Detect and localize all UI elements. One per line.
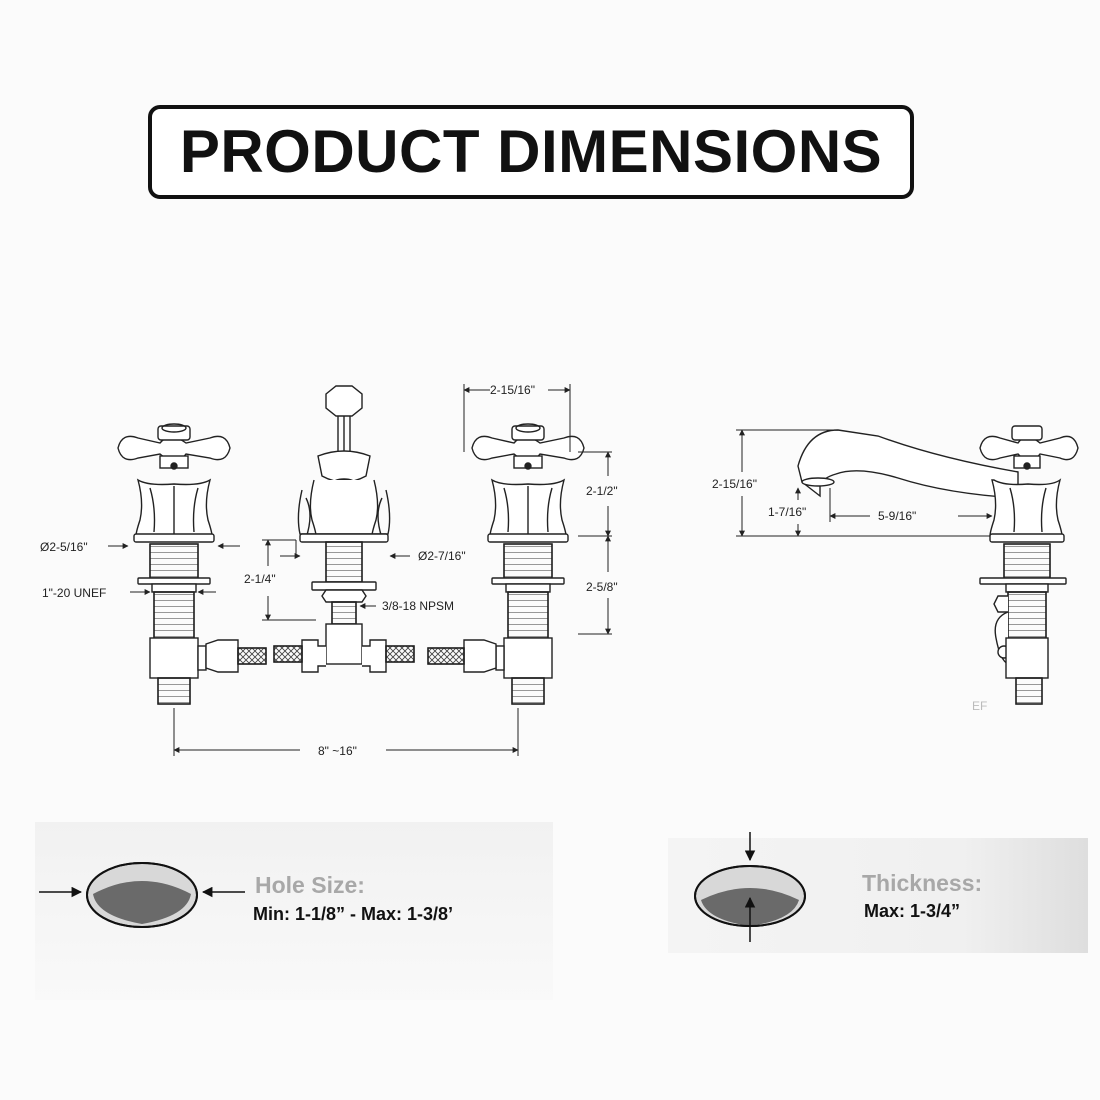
left-handle-valve bbox=[117, 423, 267, 705]
dim-shank-thread: 1"-20 UNEF bbox=[42, 586, 106, 600]
thickness-panel: Thickness: Max: 1-3/4” bbox=[668, 832, 1088, 953]
right-handle-valve bbox=[427, 423, 585, 705]
page-title: PRODUCT DIMENSIONS bbox=[179, 118, 883, 185]
title-frame: PRODUCT DIMENSIONS bbox=[148, 105, 914, 199]
dim-spread: 8" ~16" bbox=[318, 744, 357, 758]
hole-size-panel: Hole Size: Min: 1-1/8” - Max: 1-3/8’ bbox=[35, 822, 553, 1000]
dim-base-diameter-handle: Ø2-5/16" bbox=[40, 540, 88, 554]
dim-spout-height: 1-7/16" bbox=[768, 505, 806, 519]
thickness-illustration bbox=[694, 832, 806, 942]
dim-handle-height: 2-1/2" bbox=[586, 484, 618, 498]
side-dimension-lines bbox=[736, 429, 993, 537]
hole-size-value: Min: 1-1/8” - Max: 1-3/8’ bbox=[253, 904, 454, 924]
side-view bbox=[736, 425, 1079, 705]
dim-shank-length: 2-5/8" bbox=[586, 580, 618, 594]
front-view bbox=[108, 384, 612, 756]
dim-handle-width: 2-15/16" bbox=[490, 383, 535, 397]
thickness-heading: Thickness: bbox=[862, 870, 983, 896]
dim-unef-fragment: EF bbox=[972, 699, 987, 713]
dim-inlet-thread: 3/8-18 NPSM bbox=[382, 599, 454, 613]
dim-overall-height: 2-15/16" bbox=[712, 477, 757, 491]
hole-illustration bbox=[39, 862, 245, 928]
center-spout-valve bbox=[273, 385, 415, 673]
thickness-value: Max: 1-3/4” bbox=[864, 901, 961, 921]
dim-spout-shank-length: 2-1/4" bbox=[244, 572, 276, 586]
dim-spout-reach: 5-9/16" bbox=[878, 509, 916, 523]
hole-size-heading: Hole Size: bbox=[255, 872, 365, 898]
dim-base-diameter-spout: Ø2-7/16" bbox=[418, 549, 466, 563]
front-dimension-lines bbox=[108, 384, 612, 756]
